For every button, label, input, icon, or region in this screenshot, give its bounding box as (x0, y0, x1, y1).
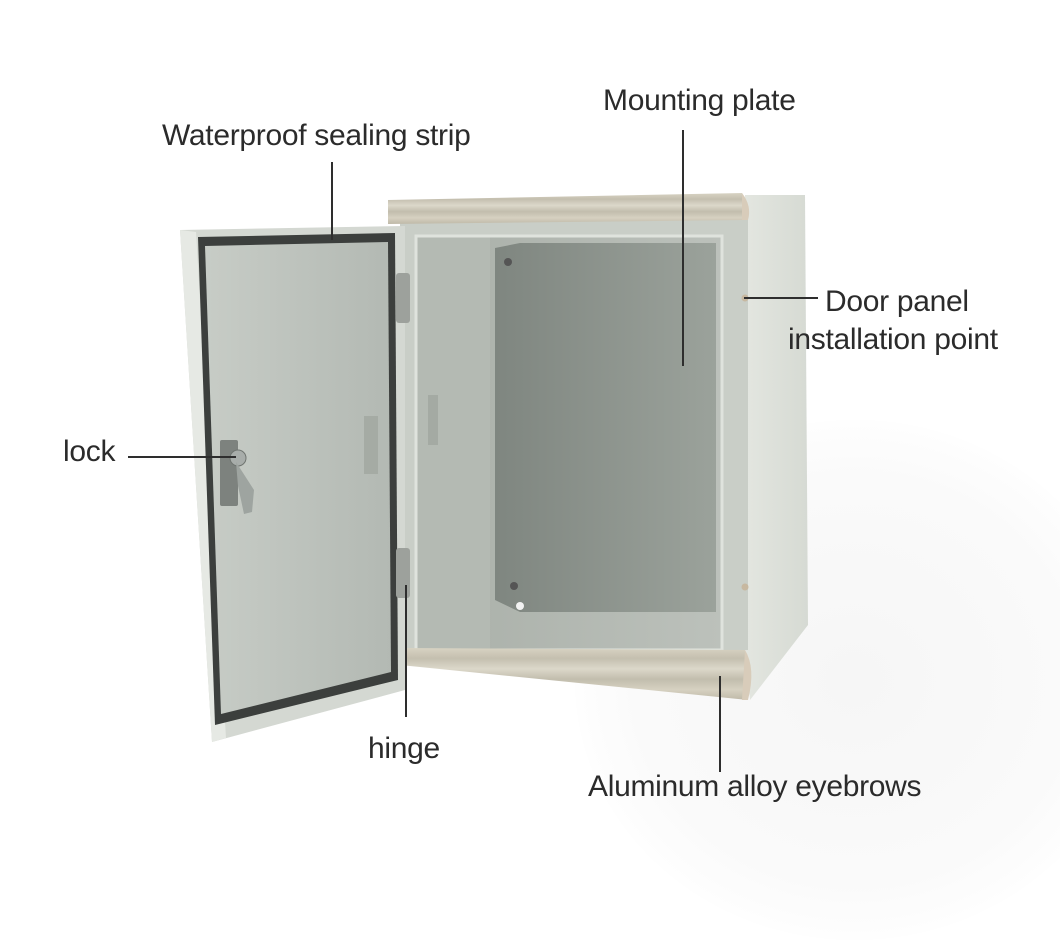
hinge-icon (396, 548, 410, 598)
leader-aluminum-alloy-eyebrows (719, 676, 721, 772)
label-door-panel-line1: Door panel (825, 285, 969, 318)
screw-icon (510, 582, 518, 590)
label-hinge: hinge (368, 732, 440, 765)
bottom-eyebrow (400, 648, 752, 700)
label-mounting-plate: Mounting plate (603, 84, 796, 117)
leader-hinge (405, 585, 407, 717)
label-waterproof-sealing-strip: Waterproof sealing strip (162, 119, 471, 152)
enclosure-body (400, 195, 808, 700)
hinge-icon (396, 273, 410, 323)
label-door-panel-line2: installation point (788, 323, 998, 356)
leader-waterproof-sealing-strip (331, 162, 333, 240)
leader-mounting-plate (682, 130, 684, 366)
mounting-plate-shape (495, 243, 716, 612)
annotated-product-diagram: Waterproof sealing strip Mounting plate … (63, 84, 1060, 940)
label-lock: lock (63, 435, 116, 468)
screw-icon (504, 258, 512, 266)
label-aluminum-alloy-eyebrows: Aluminum alloy eyebrows (588, 770, 922, 803)
enclosure-illustration (180, 193, 808, 742)
leader-door-panel-installation-point (744, 297, 818, 299)
leader-lock (128, 456, 236, 458)
enclosure-door (180, 226, 410, 742)
top-eyebrow (388, 193, 750, 224)
